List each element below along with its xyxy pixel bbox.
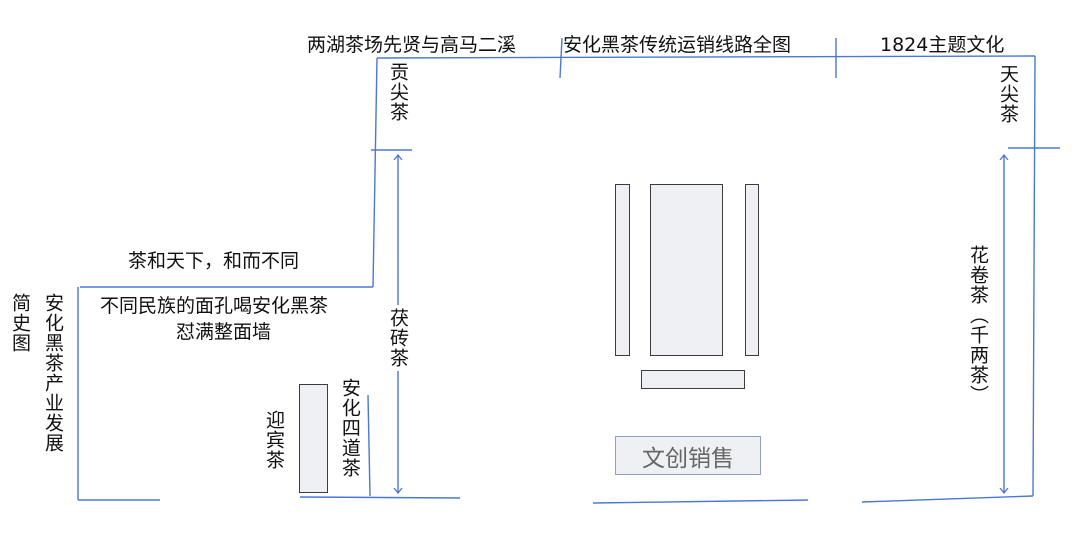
label-tianjian-tea: 天尖茶 bbox=[997, 64, 1019, 124]
label-history-line2: 安化黑茶产业发展 bbox=[41, 293, 64, 453]
label-ethnic-line1: 不同民族的面孔喝安化黑茶 bbox=[100, 295, 329, 317]
hall-bottom-wall-mid bbox=[592, 499, 809, 504]
hall-left-wall bbox=[372, 57, 378, 288]
shop-cultural-creative: 文创销售 bbox=[615, 436, 761, 475]
label-pioneers: 两湖茶场先贤与高马二溪 bbox=[307, 34, 517, 56]
label-gongjian-tea: 贡尖茶 bbox=[387, 62, 409, 122]
divider-sidao bbox=[367, 394, 371, 497]
hall-right-wall bbox=[1032, 55, 1036, 497]
cabinet-left-narrow bbox=[615, 184, 630, 356]
label-slogan: 茶和天下，和而不同 bbox=[128, 250, 300, 272]
label-ethnic-line2: 怼满整面墙 bbox=[176, 321, 272, 343]
label-fuzhuan-tea: 茯砖茶 bbox=[387, 305, 409, 371]
cabinet-bench bbox=[641, 370, 745, 389]
label-theme-1824: 1824主题文化 bbox=[880, 34, 1005, 56]
hall-top-wall bbox=[376, 55, 1036, 59]
cabinet-center bbox=[650, 184, 723, 356]
hall-bottom-wall-right bbox=[861, 495, 1034, 503]
cabinet-right-narrow bbox=[745, 184, 759, 356]
label-route-map: 安化黑茶传统运销线路全图 bbox=[563, 34, 792, 56]
label-huajuan-tea: 花卷茶（千两茶） bbox=[967, 243, 989, 407]
label-sidao-tea: 安化四道茶 bbox=[338, 378, 361, 478]
label-yingbin-tea: 迎宾茶 bbox=[263, 410, 285, 470]
hall-bottom-wall-left bbox=[299, 496, 461, 499]
label-history-line1: 简史图 bbox=[9, 293, 31, 353]
cabinet-yingbin bbox=[299, 384, 328, 493]
divider-top-left bbox=[559, 37, 563, 79]
